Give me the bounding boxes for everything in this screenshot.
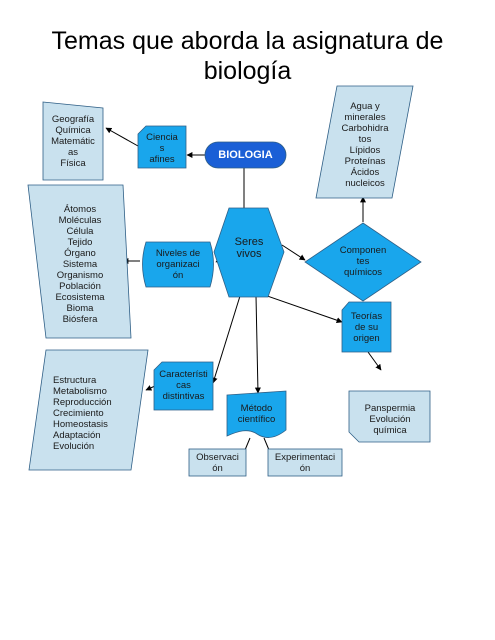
biologia-node (204, 141, 287, 169)
componentes-list-label: Agua y minerales Carbohidra tos Lípidos … (330, 101, 400, 189)
arrow-seres-to-componentes (281, 244, 306, 261)
label-line: Átomos (63, 204, 97, 215)
label-line: Agua y (350, 101, 380, 112)
label-line: Componen (339, 245, 387, 256)
label-line: Carbohidra (341, 123, 389, 134)
experimentacion-label: Experimentaci ón (268, 452, 342, 474)
ciencias-list-label: Geografía Química Matemátic as Física (43, 114, 103, 169)
label-line: nucleicos (345, 178, 385, 189)
metodo-label: Método científico (227, 403, 286, 425)
label-line: Órgano (64, 248, 96, 259)
niveles-list-label: Átomos Moléculas Célula Tejido Órgano Si… (40, 204, 120, 325)
label-line: organizaci (156, 259, 200, 270)
seres-vivos-node (213, 207, 285, 298)
label-line: Homeostasis (53, 419, 108, 430)
biologia-label: BIOLOGIA (205, 149, 286, 162)
arrow-ciencias-to-list (105, 127, 139, 147)
label-line: Adaptación (53, 430, 101, 441)
experimentacion-node (267, 448, 343, 477)
seres-vivos-label: Seres vivos (224, 236, 274, 260)
niveles-label: Niveles de organizaci ón (142, 248, 214, 281)
caracteristicas-node (153, 361, 214, 411)
arrow-seres-to-metodo (254, 295, 261, 394)
teorias-list-label: Panspermia Evolución química (352, 403, 428, 436)
label-line: distintivas (162, 391, 205, 402)
label-line: Método (240, 403, 273, 414)
ciencias-afines-node (137, 125, 187, 169)
label-line: Bioma (66, 303, 94, 314)
observacion-node (188, 448, 247, 477)
observacion-label: Observaci ón (189, 452, 246, 474)
ciencias-afines-label: Ciencia s afines (138, 132, 186, 165)
label-line: Teorías (350, 311, 383, 322)
label-line: Organismo (56, 270, 104, 281)
label-line: Tejido (67, 237, 93, 248)
label-line: Panspermia (364, 403, 416, 414)
label-line: vivos (236, 248, 262, 260)
arrow-seres-to-caracteristicas (211, 295, 241, 384)
label-line: Geografía (51, 114, 95, 125)
caracteristicas-list-node (28, 349, 149, 471)
label-line: Crecimiento (53, 408, 104, 419)
page-title: Temas que aborda la asignatura de biolog… (0, 26, 495, 86)
metodo-node (226, 390, 287, 438)
label-line: Reproducción (53, 397, 112, 408)
label-line: Niveles de (155, 248, 201, 259)
label-line: tos (358, 134, 372, 145)
title-line-2: biología (203, 57, 292, 85)
label-line: Característi (159, 369, 208, 380)
label-line: Ácidos (350, 167, 380, 178)
title-line-1: Temas que aborda la asignatura de (51, 27, 444, 55)
label-line: Evolución (53, 441, 95, 452)
componentes-label: Componen tes químicos (332, 245, 394, 278)
caracteristicas-list-label: Estructura Metabolismo Reproducción Crec… (53, 375, 133, 452)
label-line: ón (212, 463, 223, 474)
arrow-caracteristicas-to-list (145, 385, 156, 391)
label-line: ón (299, 463, 311, 474)
label-line: Proteínas (344, 156, 386, 167)
label-line: s (159, 143, 165, 154)
label-line: científico (237, 414, 276, 425)
label-line: Experimentaci (274, 452, 336, 463)
teorias-label: Teorías de su origen (342, 311, 391, 344)
label-line: BIOLOGIA (218, 149, 273, 161)
arrow-teorias-to-list (367, 351, 382, 371)
label-line: ón (172, 270, 184, 281)
label-line: Ciencia (146, 132, 178, 143)
label-line: minerales (344, 112, 386, 123)
label-line: químicos (343, 267, 382, 278)
label-line: Estructura (53, 375, 97, 386)
label-line: Biósfera (62, 314, 98, 325)
componentes-node (304, 222, 422, 302)
label-line: Célula (66, 226, 94, 237)
caracteristicas-label: Característi cas distintivas (152, 369, 215, 402)
niveles-node (142, 241, 214, 288)
ciencias-list-node (42, 101, 104, 181)
label-line: Evolución (369, 414, 411, 425)
label-line: Observaci (196, 452, 239, 463)
label-line: as (67, 147, 79, 158)
label-line: Ecosistema (55, 292, 105, 303)
label-line: Población (59, 281, 101, 292)
label-line: cas (176, 380, 191, 391)
label-line: Matemátic (51, 136, 95, 147)
teorias-node (341, 301, 392, 353)
label-line: Sistema (62, 259, 98, 270)
teorias-list-node (348, 390, 431, 443)
componentes-list-node (315, 85, 414, 199)
label-line: afines (149, 154, 175, 165)
label-line: Química (55, 125, 91, 136)
label-line: Lípidos (349, 145, 381, 156)
niveles-list-node (27, 184, 132, 339)
label-line: tes (356, 256, 370, 267)
label-line: Física (60, 158, 86, 169)
label-line: Metabolismo (53, 386, 107, 397)
label-line: Moléculas (58, 215, 102, 226)
label-line: Seres (234, 236, 264, 248)
label-line: origen (353, 333, 380, 344)
label-line: química (373, 425, 407, 436)
label-line: de su (354, 322, 379, 333)
